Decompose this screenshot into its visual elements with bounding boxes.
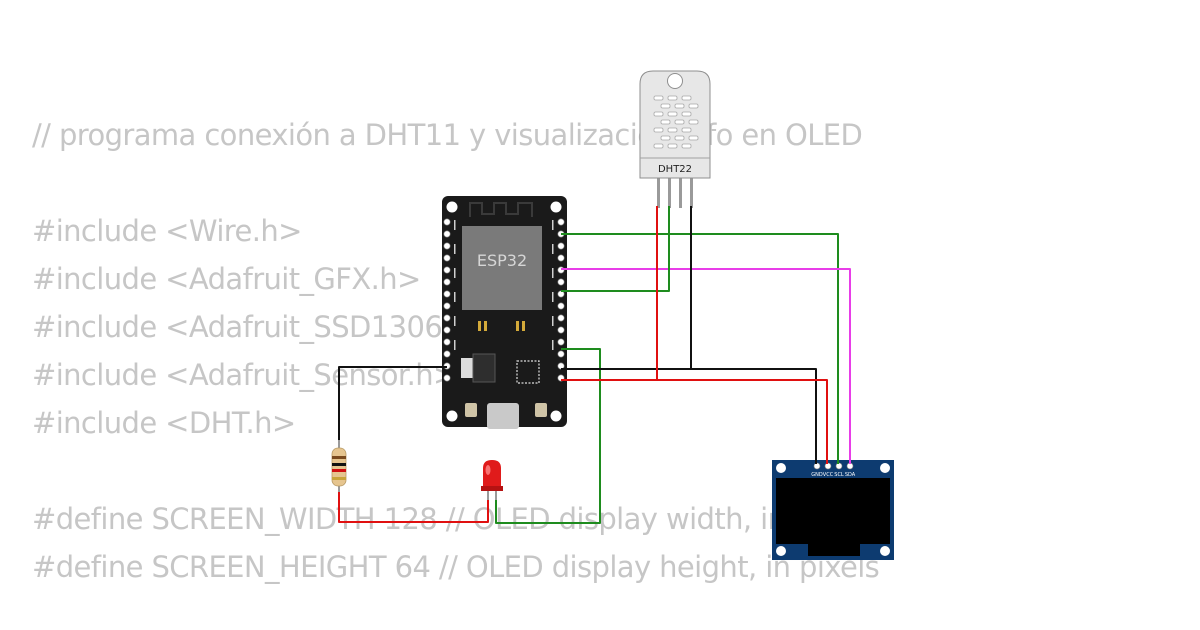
oled-display[interactable]: GND VCC SCL SDA — [772, 460, 894, 560]
esp32-board[interactable]: ESP32 — [442, 196, 567, 429]
red-led[interactable] — [481, 460, 503, 500]
oled-screen — [776, 478, 890, 544]
dht22-vent-grid — [653, 95, 699, 149]
oled-pin-gnd: GND — [811, 472, 823, 478]
code-line-7: #include <DHT.h> — [32, 406, 296, 440]
oled-pin-sda: SDA — [845, 472, 856, 478]
wire-dht-data[interactable] — [561, 206, 670, 292]
wire-dht-gnd[interactable] — [600, 206, 692, 370]
esp32-right-header — [557, 218, 565, 382]
wire-resistor-gnd[interactable] — [338, 366, 447, 440]
code-line-6: #include <Adafruit_Sensor.h> — [32, 358, 457, 392]
oled-pin-scl: SCL — [834, 472, 844, 478]
wire-led[interactable] — [495, 348, 601, 524]
code-line-5: #include <Adafruit_SSD1306.h> — [32, 310, 493, 344]
resistor[interactable] — [331, 440, 347, 492]
code-line-3: #include <Wire.h> — [32, 214, 302, 248]
esp32-label: ESP32 — [477, 251, 527, 270]
wires — [338, 206, 851, 524]
oled-pin-vcc: VCC — [823, 472, 834, 478]
code-line-4: #include <Adafruit_GFX.h> — [32, 262, 421, 296]
wire-resistor-led[interactable] — [338, 492, 489, 523]
wire-oled-sda[interactable] — [561, 268, 851, 464]
dht22-label: DHT22 — [658, 164, 692, 175]
wire-dht-vcc[interactable] — [600, 206, 658, 381]
dht22-sensor[interactable]: DHT22 — [639, 70, 711, 208]
wire-oled-scl[interactable] — [561, 233, 839, 464]
